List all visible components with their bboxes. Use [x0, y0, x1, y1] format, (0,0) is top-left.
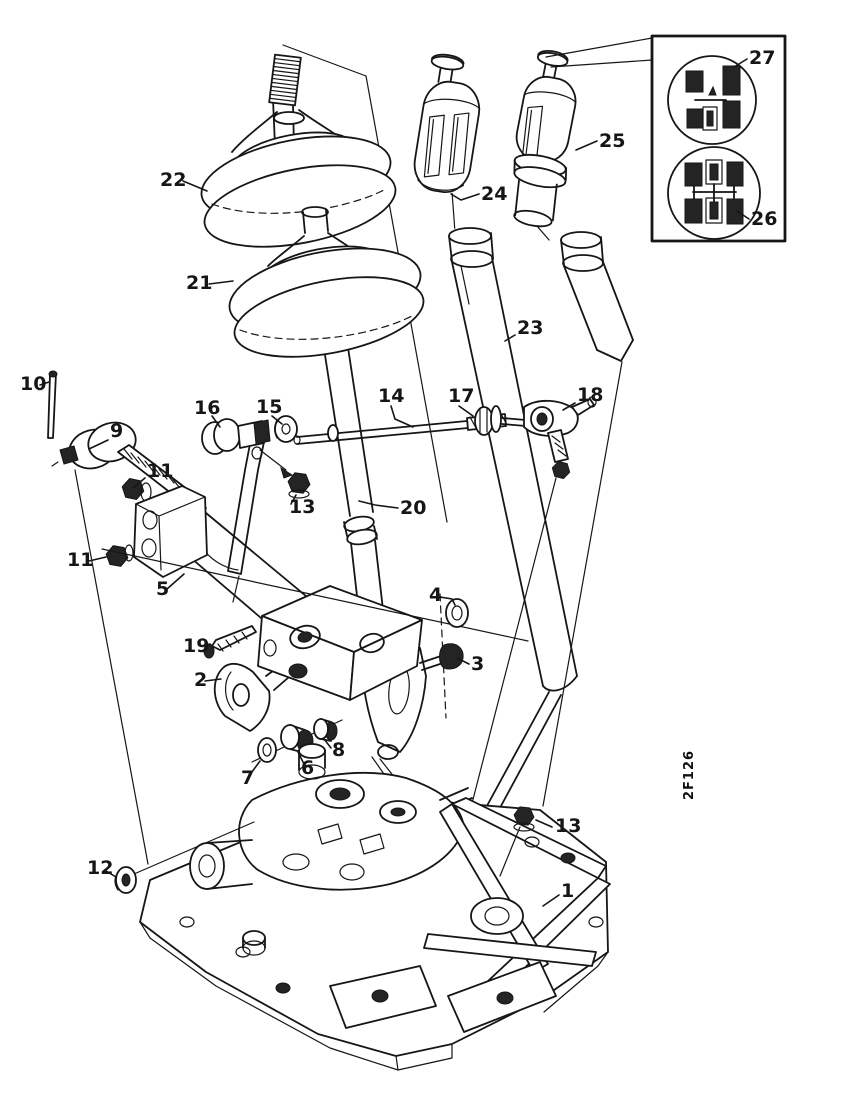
boot-spacer	[301, 206, 329, 234]
callout-label-27-4: 27	[749, 47, 775, 69]
callout-leader-25-3	[575, 140, 598, 151]
callout-leader-13-27	[535, 819, 553, 828]
callout-label-8-23: 8	[332, 739, 345, 761]
callout-leader-13-13	[290, 494, 297, 505]
callout-label-13-13: 13	[289, 496, 315, 518]
link-bracket	[133, 485, 208, 578]
callout-leader-18-16	[562, 402, 576, 411]
callout-label-24-2: 24	[481, 183, 507, 205]
callout-label-23-6: 23	[517, 317, 543, 339]
callout-label-6-24: 6	[301, 757, 314, 779]
callout-leader-23-6	[504, 334, 516, 342]
callout-label-2-20: 2	[194, 669, 207, 691]
callout-label-22-0: 22	[160, 169, 186, 191]
shift-knob-left	[413, 53, 481, 229]
callout-label-19-19: 19	[183, 635, 209, 657]
shift-pattern-icon-bottom	[684, 159, 744, 225]
support-link-assembly	[101, 485, 529, 732]
selector-arm	[227, 441, 294, 603]
gearbox-hump	[189, 743, 473, 891]
callout-leader-7-25	[248, 760, 261, 777]
callout-label-11-10: 11	[67, 549, 93, 571]
callout-leader-3-22	[456, 657, 470, 665]
callout-label-26-5: 26	[751, 208, 777, 230]
bolt-19	[203, 625, 257, 659]
lever-tube-right	[560, 231, 634, 362]
small-bushings	[251, 718, 343, 763]
callout-label-9-8: 9	[110, 420, 123, 442]
callout-label-17-15: 17	[448, 385, 474, 407]
callout-label-20-17: 20	[400, 497, 426, 519]
threaded-stud	[268, 53, 302, 141]
callout-leader-22-0	[182, 180, 208, 192]
callout-leader-27-4	[733, 58, 748, 68]
nut-13-bottom	[499, 805, 536, 877]
callout-leader-21-1	[208, 280, 234, 285]
inset-leader-lines	[545, 37, 653, 68]
shift-lever-assembly	[200, 53, 447, 760]
lever-joint-band	[343, 515, 378, 546]
boot-lower	[228, 232, 425, 358]
callout-leader-6-24	[297, 751, 306, 767]
pivot-housing	[257, 585, 423, 701]
callout-label-3-22: 3	[471, 653, 484, 675]
lever-tube-middle	[448, 227, 578, 833]
plate-holes	[179, 836, 604, 994]
callout-leader-26-5	[736, 210, 750, 220]
shift-pattern-icon-top	[685, 65, 741, 131]
rod-grommet	[474, 405, 502, 436]
callout-leader-10-7	[39, 381, 50, 386]
callout-label-11-9: 11	[147, 460, 173, 482]
callout-label-15-12: 15	[256, 396, 282, 418]
shift-pattern-circle-top	[667, 55, 757, 145]
callout-leader-4-21	[439, 596, 456, 606]
callout-label-1-28: 1	[561, 880, 574, 902]
callout-label-25-3: 25	[599, 130, 625, 152]
callout-leader-12-26	[105, 870, 117, 878]
callout-label-16-11: 16	[194, 397, 220, 419]
bushing-8	[313, 718, 338, 742]
callout-label-21-1: 21	[186, 272, 212, 294]
callout-leader-11-10	[88, 556, 107, 562]
callout-leader-15-12	[271, 415, 283, 425]
inset-box	[650, 34, 787, 243]
callout-leader-8-23	[323, 738, 332, 749]
callout-label-7-25: 7	[241, 767, 254, 789]
callout-leader-20-17	[358, 500, 399, 509]
callout-leader-19-19	[200, 643, 211, 647]
callout-label-13-27: 13	[555, 815, 581, 837]
washer-4	[445, 598, 469, 628]
callout-leader-14-14	[390, 405, 414, 428]
callout-label-12-26: 12	[87, 857, 113, 879]
callout-label-4-21: 4	[429, 584, 442, 606]
base-assembly	[114, 743, 611, 1071]
shift-knob-right	[513, 50, 577, 241]
shift-pattern-circle-bottom	[667, 146, 761, 240]
shift-rod-linkage	[47, 370, 597, 515]
callout-leader-9-8	[88, 439, 109, 450]
callout-label-18-16: 18	[577, 384, 603, 406]
grommet-12	[114, 821, 255, 894]
callout-leader-1-28	[542, 894, 560, 907]
washer-7	[257, 737, 277, 763]
callout-leader-11-9	[132, 477, 146, 489]
bolt-3	[419, 643, 464, 671]
callout-label-10-7: 10	[20, 373, 46, 395]
callout-leader-17-15	[458, 405, 474, 417]
tie-rod-end-right	[523, 396, 597, 481]
callout-leader-2-20	[204, 678, 222, 682]
callout-label-14-14: 14	[378, 385, 404, 407]
boot-upper	[200, 109, 397, 248]
drawing-number: 2F126	[682, 750, 697, 800]
callout-leader-5-18	[166, 573, 185, 590]
mounting-pads	[329, 961, 557, 1033]
callout-label-5-18: 5	[156, 578, 169, 600]
callout-leader-24-2	[450, 193, 480, 201]
callout-leader-16-11	[211, 415, 221, 428]
